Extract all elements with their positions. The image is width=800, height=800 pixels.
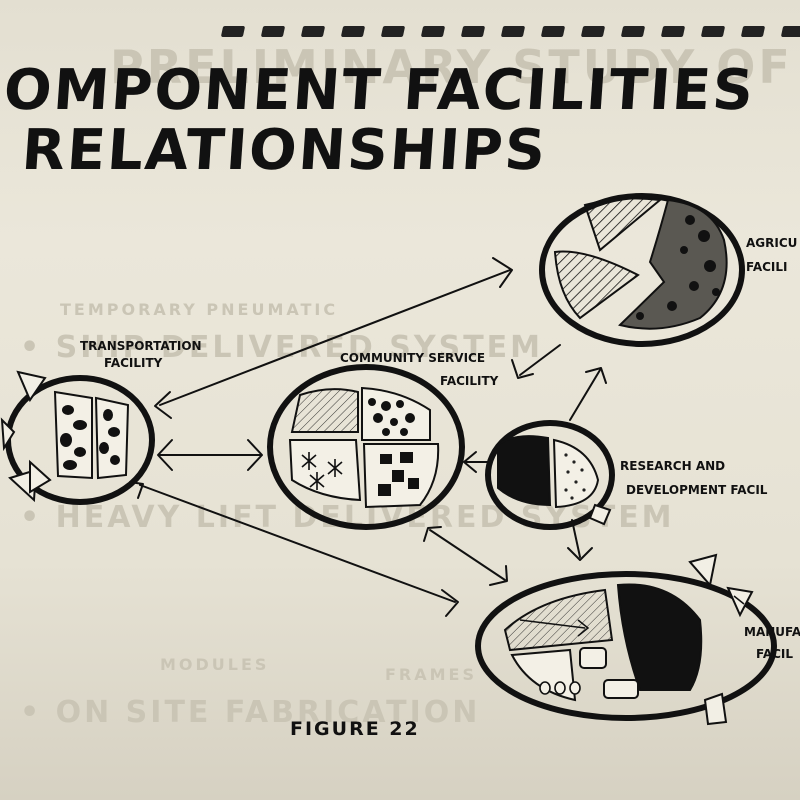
arrowhead [247, 439, 263, 471]
arrow-transport-to-manufacturing [139, 484, 456, 603]
connection-arrows [129, 257, 607, 617]
arrowhead [489, 565, 508, 586]
research-label-line1: RESEARCH AND [620, 459, 725, 473]
arrowhead [567, 547, 593, 561]
manufacturing-facility-node [475, 553, 777, 726]
arrow-transport-to-agriculture [159, 269, 511, 406]
ghost-heading: PRELIMINARY STUDY OF [110, 40, 793, 94]
transportation-label-line2: FACILITY [104, 356, 163, 370]
arrowhead [154, 391, 172, 419]
transportation-facility-node [0, 370, 155, 505]
transportation-label-line1: TRANSPORTATION [80, 339, 202, 353]
arrowhead [492, 257, 513, 288]
arrow-community-to-manufacturing [429, 529, 506, 581]
agricultural-label-line1: AGRICU [746, 236, 797, 250]
arrowhead [511, 359, 534, 379]
manufacturing-label-line1: MANUFA [744, 625, 800, 639]
ghost-list-item: • ON SITE FABRICATION [20, 695, 481, 730]
arrow-community-to-agriculture [519, 344, 561, 376]
arrowhead [423, 526, 442, 542]
manufacturing-label-line2: FACIL [756, 647, 793, 661]
ghost-sublabel: MODULES [160, 655, 270, 674]
arrowhead [441, 589, 459, 617]
arrow-research-to-agriculture [569, 369, 601, 421]
arrowhead [463, 451, 477, 473]
ghost-sublabel: TEMPORARY PNEUMATIC [60, 300, 339, 319]
community-label-line2: FACILITY [440, 374, 499, 388]
research-facility-node [485, 420, 615, 530]
figure-caption: FIGURE 22 [290, 718, 420, 740]
arrowhead [157, 439, 173, 471]
community-label-line1: COMMUNITY SERVICE [340, 351, 485, 365]
agricultural-label-line2: FACILI [746, 260, 788, 274]
community-facility-node [267, 364, 465, 530]
ghost-sublabel: FRAMES [385, 665, 478, 684]
agricultural-facility-node [539, 193, 745, 347]
arrowhead [585, 367, 607, 384]
research-label-line2: DEVELOPMENT FACIL [626, 483, 768, 497]
